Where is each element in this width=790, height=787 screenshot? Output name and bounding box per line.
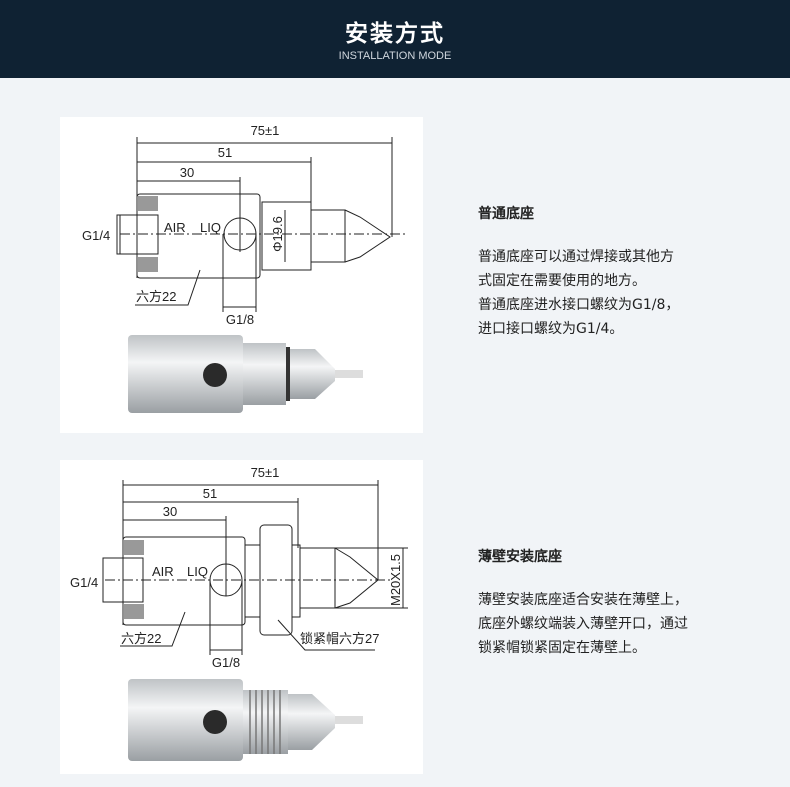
air-label: AIR — [164, 220, 186, 235]
dim-total: 75±1 — [251, 123, 280, 138]
thin-wall-base-title: 薄壁安装底座 — [478, 549, 562, 565]
thin-wall-base-figure: 75±1 51 30 G1/4 AIR LIQ 六方22 G1/8 锁紧帽六方2… — [60, 460, 423, 774]
inlet-label: G1/4 — [82, 228, 110, 243]
dim-short: 30 — [180, 165, 194, 180]
description-line: 进口接口螺纹为G1/4。 — [478, 321, 624, 337]
standard-base-figure: 75±1 51 30 G1/4 AIR LIQ 六方22 G1/8 Φ19.6 — [60, 117, 423, 433]
liq-label: LIQ — [200, 220, 221, 235]
dim-short: 30 — [163, 504, 177, 519]
nozzle-photo — [128, 335, 363, 413]
dim-mid: 51 — [218, 145, 232, 160]
lock-nut-label: 锁紧帽六方27 — [300, 631, 379, 646]
description-line: 薄壁安装底座适合安装在薄壁上， — [478, 592, 688, 608]
dim-total: 75±1 — [251, 465, 280, 480]
section-header: 安装方式 INSTALLATION MODE — [0, 0, 790, 78]
hex-label: 六方22 — [121, 631, 161, 646]
side-port-label: G1/8 — [226, 312, 254, 327]
side-port-label: G1/8 — [212, 655, 240, 670]
liq-label: LIQ — [187, 564, 208, 579]
description-line: 普通底座可以通过焊接或其他方 — [478, 249, 674, 265]
section-title: 安装方式 — [345, 21, 445, 47]
hex-label: 六方22 — [136, 289, 176, 304]
nozzle-photo — [128, 679, 363, 761]
diameter-label: Φ19.6 — [270, 216, 285, 252]
inlet-label: G1/4 — [70, 575, 98, 590]
description-line: 锁紧帽锁紧固定在薄壁上。 — [478, 640, 646, 656]
air-label: AIR — [152, 564, 174, 579]
dim-mid: 51 — [203, 486, 217, 501]
standard-base-drawing: 75±1 51 30 G1/4 AIR LIQ 六方22 G1/8 Φ19.6 — [82, 123, 405, 413]
description-line: 底座外螺纹端装入薄壁开口，通过 — [478, 616, 688, 632]
standard-base-description: 普通底座 普通底座可以通过焊接或其他方 式固定在需要使用的地方。 普通底座进水接… — [478, 202, 679, 341]
section-subtitle: INSTALLATION MODE — [338, 50, 452, 62]
thread-label: M20X1.5 — [388, 554, 403, 606]
standard-base-title: 普通底座 — [478, 206, 534, 222]
description-line: 式固定在需要使用的地方。 — [478, 273, 646, 289]
description-line: 普通底座进水接口螺纹为G1/8， — [478, 297, 680, 313]
thin-wall-base-drawing: 75±1 51 30 G1/4 AIR LIQ 六方22 G1/8 锁紧帽六方2… — [70, 465, 408, 761]
thin-wall-base-description: 薄壁安装底座 薄壁安装底座适合安装在薄壁上， 底座外螺纹端装入薄壁开口，通过 锁… — [478, 545, 688, 660]
